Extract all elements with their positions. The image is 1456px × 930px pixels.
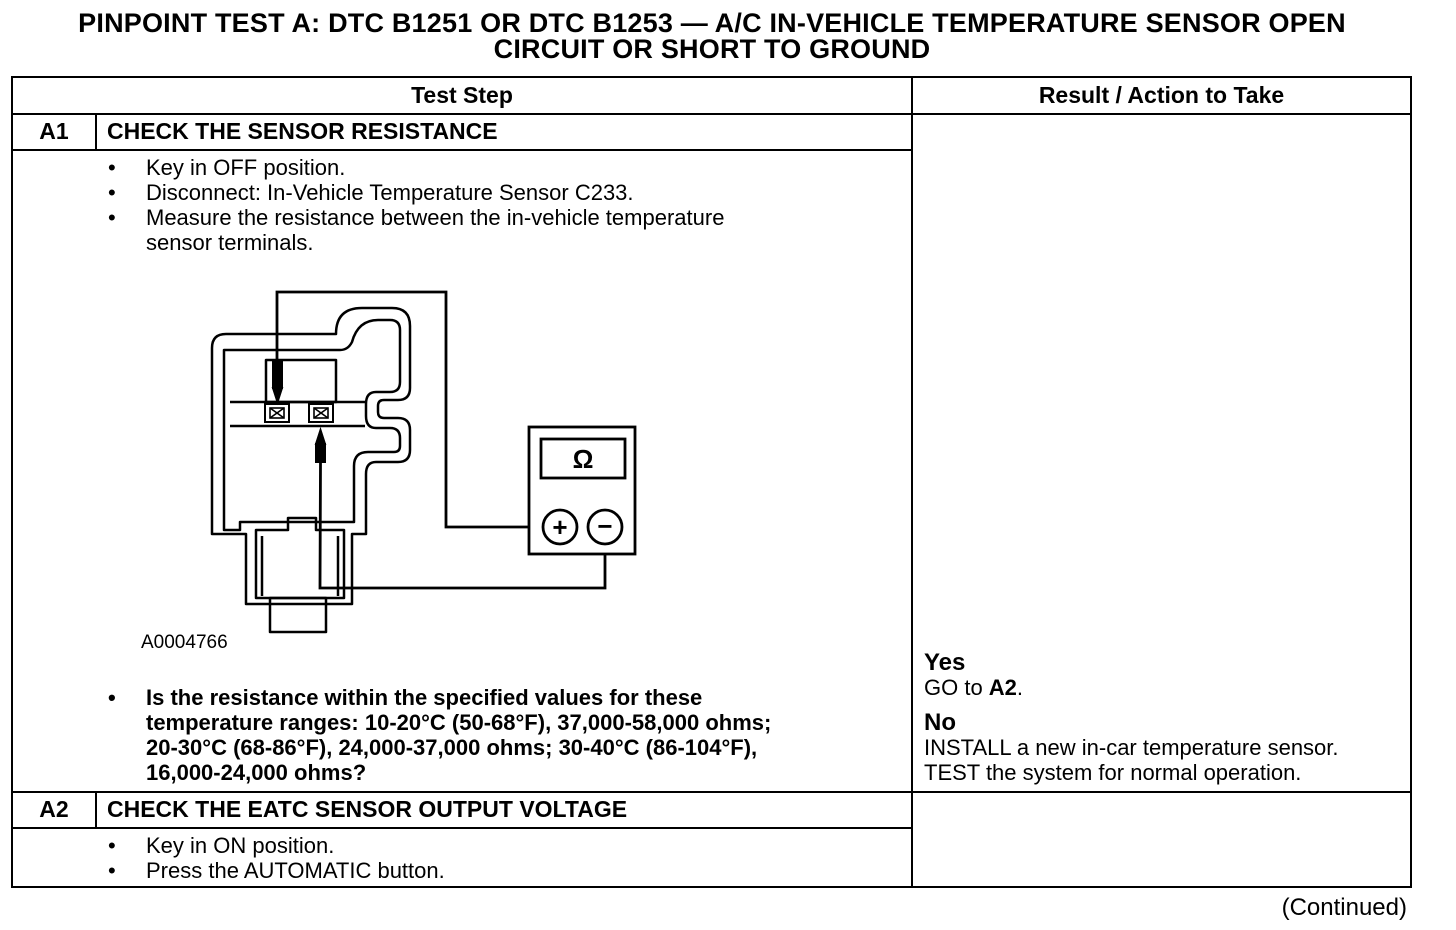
sensor-resistance-diagram: Ω + −: [210, 290, 637, 634]
a1-question-line-1: Is the resistance within the specified v…: [146, 685, 703, 710]
a1-instruction-3-cont: sensor terminals.: [146, 230, 314, 255]
connector-tab: [268, 596, 328, 634]
list-item: • Is the resistance within the specified …: [108, 685, 771, 785]
result-no-action-1: INSTALL a new in-car temperature sensor.: [924, 735, 1339, 760]
result-yes-suffix: .: [1016, 675, 1024, 700]
a2-id-divider: [95, 793, 97, 829]
header-row-divider: [13, 113, 1410, 115]
column-header-test-step: Test Step: [411, 82, 513, 108]
ohmmeter: [527, 425, 637, 556]
bullet-marker: •: [108, 858, 116, 883]
step-id-a2: A2: [39, 796, 69, 822]
title-line-1: PINPOINT TEST A: DTC B1251 OR DTC B1253 …: [78, 8, 1346, 38]
list-item: • Measure the resistance between the in-v…: [108, 205, 724, 255]
a1-question-line-4: 16,000-24,000 ohms?: [146, 760, 367, 785]
result-no-action-2: TEST the system for normal operation.: [924, 760, 1302, 785]
column-header-result: Result / Action to Take: [1038, 82, 1285, 108]
title-line-2: CIRCUIT OR SHORT TO GROUND: [493, 34, 931, 64]
a2-instruction-2: Press the AUTOMATIC button.: [146, 858, 445, 883]
list-item: • Key in OFF position.: [108, 155, 724, 180]
a1-heading-divider: [13, 149, 911, 151]
bullet-marker: •: [108, 833, 116, 858]
figure-id: A0004766: [141, 632, 228, 653]
sensor-housing-outline: [210, 306, 412, 606]
sensor-housing-inner: [222, 318, 402, 532]
a2-instruction-list: • Key in ON position. • Press the AUTOMATI…: [108, 833, 445, 883]
a1-instruction-list: • Key in OFF position. • Disconnect: In-Ve…: [108, 155, 724, 255]
page-title: PINPOINT TEST A: DTC B1251 OR DTC B1253 …: [0, 8, 1424, 64]
step-heading-a2: CHECK THE EATC SENSOR OUTPUT VOLTAGE: [107, 796, 628, 822]
step-heading-a1: CHECK THE SENSOR RESISTANCE: [107, 118, 498, 144]
column-divider: [911, 78, 913, 888]
ohmmeter-minus-jack: [586, 508, 624, 546]
bullet-marker: •: [108, 685, 116, 710]
a1-question-line-3: 20-30°C (68-86°F), 24,000-37,000 ohms; 3…: [146, 735, 758, 760]
result-yes-label: Yes: [924, 649, 966, 676]
result-yes-action: GO to A2.: [924, 675, 1023, 700]
list-item: • Disconnect: In-Vehicle Temperature Sens…: [108, 180, 724, 205]
bullet-marker: •: [108, 155, 116, 180]
lead-negative: [318, 461, 607, 590]
result-yes-target: A2: [988, 675, 1017, 700]
list-item: • Key in ON position.: [108, 833, 445, 858]
connector-body: [254, 516, 346, 600]
a1-question-list: • Is the resistance within the specified …: [108, 685, 771, 785]
a1-a2-divider: [13, 791, 1410, 793]
ohmmeter-display: [539, 437, 627, 480]
a1-instruction-2: Disconnect: In-Vehicle Temperature Senso…: [146, 180, 634, 205]
a1-instruction-1: Key in OFF position.: [146, 155, 346, 180]
probe-right: [315, 443, 326, 463]
continued-note: (Continued): [1281, 894, 1407, 921]
bullet-marker: •: [108, 180, 116, 205]
step-id-a1: A1: [39, 118, 69, 144]
lead-positive: [275, 290, 542, 529]
pinpoint-test-table: Test Step Result / Action to Take A1 CHE…: [11, 76, 1412, 888]
sensor-window: [264, 358, 338, 404]
a2-instruction-1: Key in ON position.: [146, 833, 335, 858]
list-item: • Press the AUTOMATIC button.: [108, 858, 445, 883]
a2-heading-divider: [13, 827, 911, 829]
a1-instruction-3: Measure the resistance between the in-ve…: [146, 205, 725, 230]
probe-left: [272, 361, 283, 389]
result-yes-text: GO to: [924, 675, 989, 700]
a1-question-line-2: temperature ranges: 10-20°C (50-68°F), 3…: [146, 710, 772, 735]
a1-id-divider: [95, 115, 97, 151]
result-no-label: No: [924, 709, 956, 736]
bullet-marker: •: [108, 205, 116, 230]
minus-symbol: −: [597, 511, 612, 541]
ohm-symbol-icon: Ω: [573, 444, 594, 474]
ohmmeter-plus-jack: [541, 508, 579, 546]
plus-symbol: +: [552, 512, 567, 542]
